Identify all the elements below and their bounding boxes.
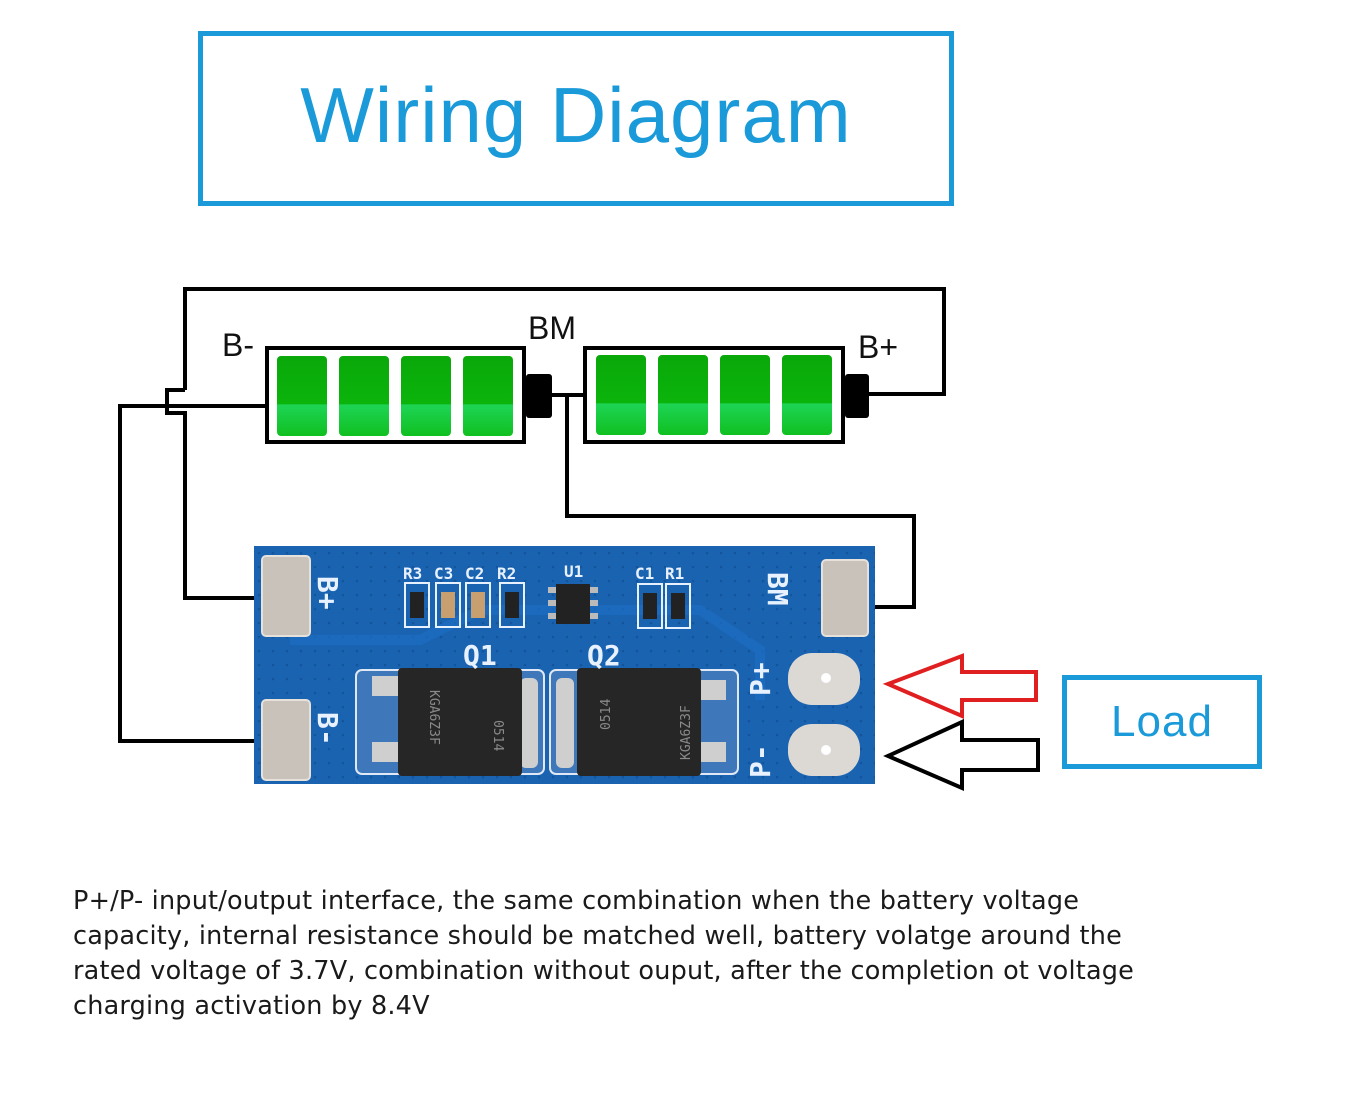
label-q1: Q1 (463, 639, 497, 672)
q2-code: 0514 (599, 699, 614, 730)
battery-terminal (845, 374, 869, 418)
battery-segment (596, 355, 646, 435)
wire-b-plus-loop (183, 287, 946, 396)
diagram-title: Wiring Diagram (300, 71, 852, 159)
label-q2: Q2 (587, 639, 621, 672)
mosfet-q1 (355, 668, 545, 776)
label-u1: U1 (564, 562, 583, 581)
arrow-left-black-icon (883, 718, 1040, 792)
battery-cell-2 (583, 346, 869, 444)
load-label: Load (1111, 697, 1213, 746)
description-line: capacity, internal resistance should be … (73, 921, 1122, 951)
description-line: P+/P- input/output interface, the same c… (73, 886, 1080, 916)
description-text: P+/P- input/output interface, the same c… (73, 884, 1273, 1024)
wire-b-minus-jumper (165, 388, 262, 600)
label-c1: C1 (635, 564, 654, 583)
label-b-plus: B+ (858, 329, 898, 365)
pad-b-minus (261, 699, 311, 781)
title-box: Wiring Diagram (198, 31, 954, 206)
description-line: rated voltage of 3.7V, combination witho… (73, 956, 1135, 986)
battery-segment (339, 356, 389, 436)
arrow-left-red-icon (882, 653, 1038, 720)
load-box: Load (1062, 675, 1262, 769)
q1-marking: KGA6Z3F (426, 690, 441, 745)
label-bm: BM (528, 310, 576, 346)
mosfet-q2 (549, 668, 739, 776)
wires (118, 287, 946, 743)
description-line: charging activation by 8.4V (73, 991, 430, 1021)
label-r2: R2 (497, 564, 516, 583)
label-c2: C2 (465, 564, 484, 583)
smd-components (404, 582, 691, 629)
label-r3: R3 (403, 564, 422, 583)
protection-pcb: R3 C3 C2 R2 U1 C1 R1 Q1 Q2 B+ B- BM P+ P… (254, 546, 875, 784)
battery-segment (463, 356, 513, 436)
label-pcb-bm: BM (761, 572, 794, 606)
battery-terminal (526, 374, 552, 418)
pad-b-plus (261, 555, 311, 637)
label-r1: R1 (665, 564, 684, 583)
label-pcb-b-minus: B- (311, 712, 344, 746)
q1-code: 0514 (490, 720, 505, 751)
label-b-minus: B- (222, 327, 254, 363)
battery-segment (401, 356, 451, 436)
battery-segment (720, 355, 770, 435)
battery-segment (277, 356, 327, 436)
label-pcb-p-minus: P- (744, 744, 777, 778)
battery-segment (658, 355, 708, 435)
battery-cell-1 (265, 346, 552, 444)
wire-b-minus-to-pcb (118, 404, 267, 743)
label-pcb-b-plus: B+ (311, 576, 344, 610)
label-pcb-p-plus: P+ (744, 662, 777, 696)
label-c3: C3 (434, 564, 453, 583)
pad-bm (821, 559, 869, 637)
q2-marking: KGA6Z3F (679, 705, 694, 760)
battery-segment (782, 355, 832, 435)
